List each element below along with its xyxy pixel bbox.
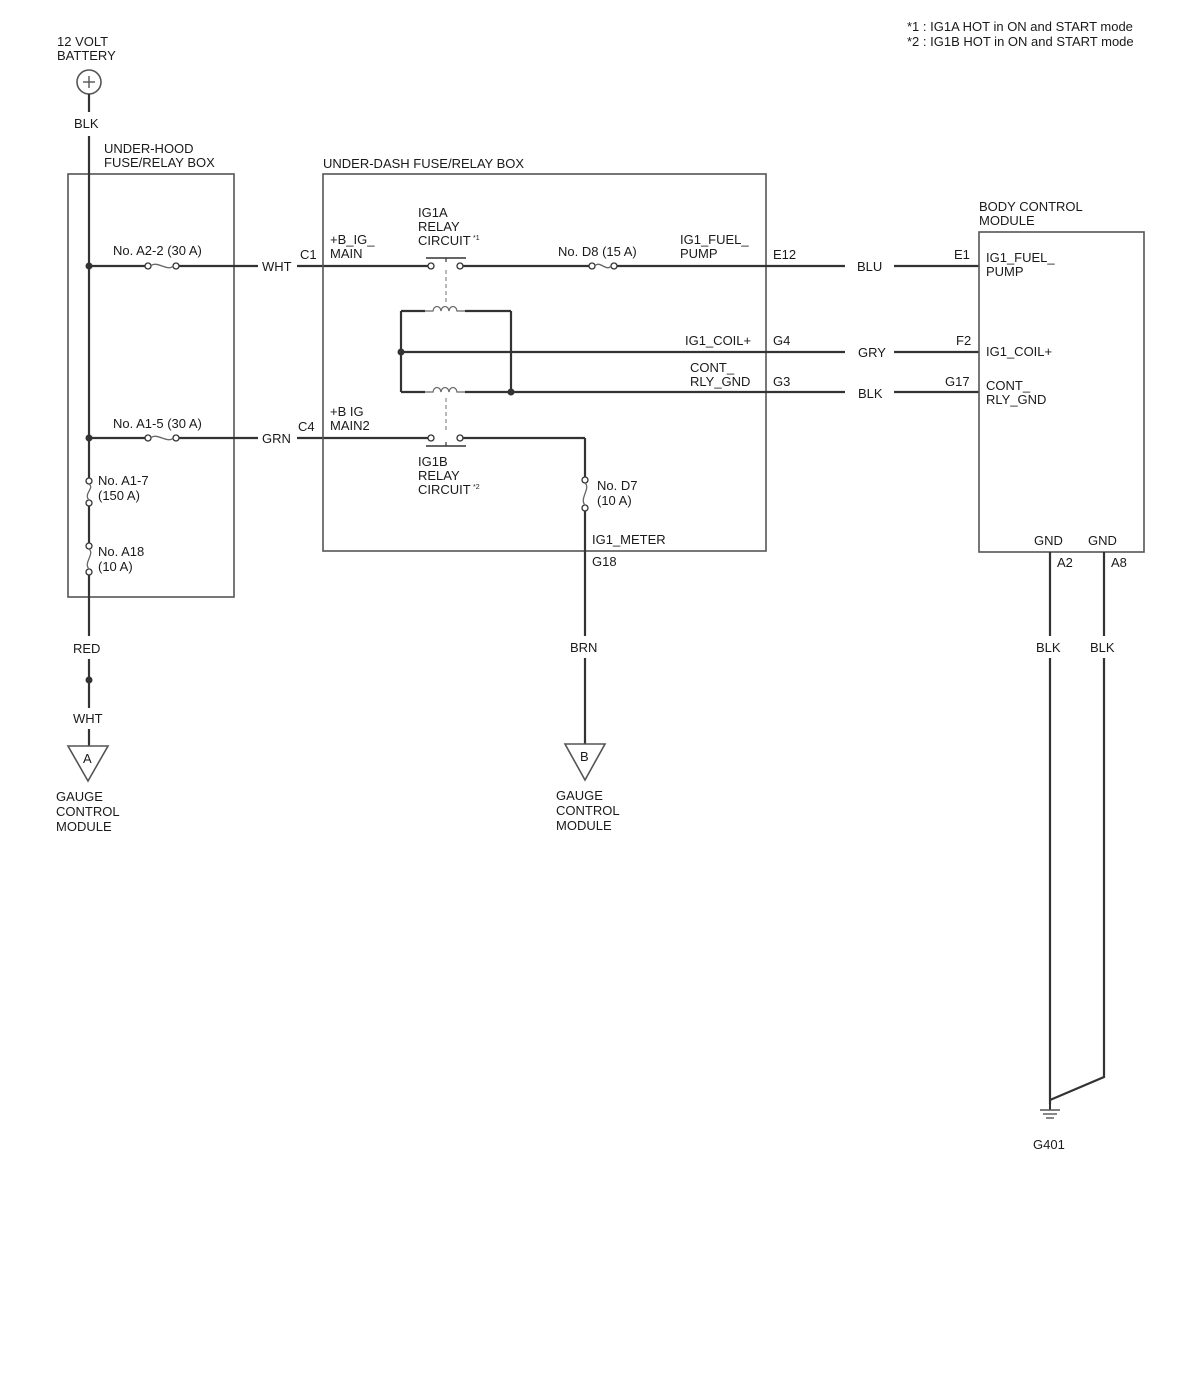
bcm-box [978,231,1145,553]
connector-a-dest-2: CONTROL [56,804,120,819]
meter-label: IG1_METER [592,532,666,547]
ig1b-note-mark: *2 [473,484,480,491]
ground-icon [1040,1100,1060,1119]
fuse-d7-icon [581,476,589,512]
bcm-fuelpump-label-1: IG1_FUEL_ [986,250,1055,265]
bcm-coil-label: IG1_COIL+ [986,344,1052,359]
ig1a-relay-switch [426,257,466,270]
connector-g18-label: G18 [592,554,617,569]
coil-label: IG1_COIL+ [685,333,751,348]
ig1a-note-mark: *1 [473,235,480,242]
battery-label-1: 12 VOLT [57,34,108,49]
bcm-a8-label: A8 [1111,555,1127,570]
note-2: *2 : IG1B HOT in ON and START mode [907,34,1134,49]
fuse-a2-2-label: No. A2-2 (30 A) [113,243,202,258]
wire-brn-label: BRN [570,640,597,655]
fuse-d7-label-1: No. D7 [597,478,637,493]
ig1b-coil-icon [425,386,465,393]
connector-a-triangle [66,745,110,783]
connector-c1-label: C1 [300,247,317,262]
bcm-title-2: MODULE [979,213,1035,228]
underhood-title-2: FUSE/RELAY BOX [104,155,215,170]
wire-wht-out-label: WHT [73,711,103,726]
wire-blk-label: BLK [858,386,883,401]
ig1b-label-2: RELAY [418,468,460,483]
fuse-d7-label-2: (10 A) [597,493,632,508]
wire-blk-a2-label: BLK [1036,640,1061,655]
bcm-cont-label-2: RLY_GND [986,392,1046,407]
ig1b-relay-switch [426,434,466,447]
bcm-title-1: BODY CONTROL [979,199,1083,214]
fuse-a1-7-label-1: No. A1-7 [98,473,149,488]
ig1a-label-1: IG1A [418,205,448,220]
wire-wht-label: WHT [262,259,292,274]
bcm-g17-label: G17 [945,374,970,389]
cont-label-2: RLY_GND [690,374,750,389]
fuse-a18-label-2: (10 A) [98,559,133,574]
connector-b-dest-2: CONTROL [556,803,620,818]
connector-b-triangle [563,743,607,782]
wire-a8-to-ground [1049,658,1106,1102]
ig1a-label-2: RELAY [418,219,460,234]
battery-wire-label: BLK [74,116,99,131]
connector-a-letter: A [83,751,92,766]
bigmain-label-2: MAIN [330,246,363,261]
bigmain2-label-2: MAIN2 [330,418,370,433]
ig1b-label-3: CIRCUIT [418,482,471,497]
wire-red-label: RED [73,641,100,656]
battery-label-2: BATTERY [57,48,116,63]
connector-c4-label: C4 [298,419,315,434]
bcm-gnd2-label: GND [1088,533,1117,548]
ig1a-coil-icon [425,305,465,312]
note-1: *1 : IG1A HOT in ON and START mode [907,19,1133,34]
fuse-a2-2-icon [144,262,180,270]
wire-blu-label: BLU [857,259,882,274]
underdash-title: UNDER-DASH FUSE/RELAY BOX [323,156,524,171]
wire-blk-a8-label: BLK [1090,640,1115,655]
underhood-box [67,173,235,598]
fuse-a1-7-icon [85,477,93,507]
fuelpump-label-1: IG1_FUEL_ [680,232,749,247]
connector-b-dest-3: MODULE [556,818,612,833]
bcm-e1-label: E1 [954,247,970,262]
fuelpump-label-2: PUMP [680,246,718,261]
ig1a-label-3: CIRCUIT [418,233,471,248]
connector-b-letter: B [580,749,589,764]
cont-label-1: CONT_ [690,360,735,375]
bigmain2-label-1: +B IG [330,404,364,419]
fuse-d8-icon [588,262,618,270]
fuse-a1-5-label: No. A1-5 (30 A) [113,416,202,431]
underdash-box [322,173,767,552]
connector-e12-label: E12 [773,247,796,262]
connector-a-dest-3: MODULE [56,819,112,834]
fuse-a1-5-icon [144,434,180,442]
bcm-f2-label: F2 [956,333,971,348]
bcm-gnd1-label: GND [1034,533,1063,548]
underhood-title-1: UNDER-HOOD [104,141,194,156]
bcm-a2-label: A2 [1057,555,1073,570]
connector-g3-label: G3 [773,374,790,389]
bigmain-label-1: +B_IG_ [330,232,375,247]
splice-dot [85,676,93,684]
fuse-a1-7-label-2: (150 A) [98,488,140,503]
wire-grn-label: GRN [262,431,291,446]
fuse-a18-label-1: No. A18 [98,544,144,559]
connector-b-dest-1: GAUGE [556,788,603,803]
connector-g4-label: G4 [773,333,790,348]
wire-gry-label: GRY [858,345,886,360]
fuse-a18-icon [85,542,93,576]
bcm-fuelpump-label-2: PUMP [986,264,1024,279]
ground-label: G401 [1033,1137,1065,1152]
fuse-d8-label: No. D8 (15 A) [558,244,637,259]
connector-a-dest-1: GAUGE [56,789,103,804]
bcm-cont-label-1: CONT_ [986,378,1031,393]
ig1b-label-1: IG1B [418,454,448,469]
battery-icon [76,69,102,95]
